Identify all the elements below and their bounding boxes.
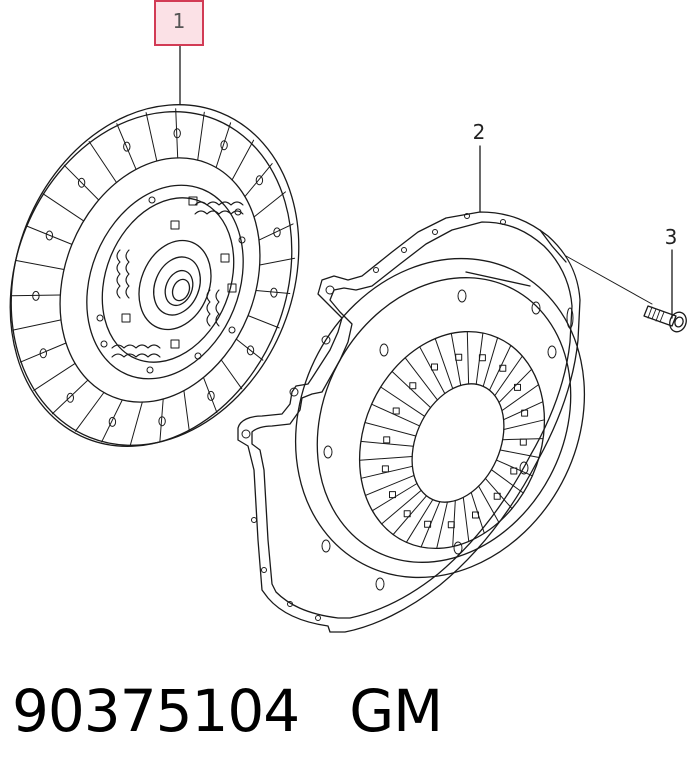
part-number-footer: 90375104 GM xyxy=(12,676,443,746)
bolt xyxy=(565,249,687,333)
callout-3-label[interactable]: 3 xyxy=(664,225,678,249)
part-number: 90375104 xyxy=(12,677,300,745)
pressure-plate xyxy=(237,145,586,633)
callout-1-highlight[interactable] xyxy=(154,0,204,46)
callout-1-label[interactable]: 1 xyxy=(172,9,186,33)
clutch-disc xyxy=(9,45,300,447)
callout-2-label[interactable]: 2 xyxy=(472,120,486,144)
brand-name: GM xyxy=(349,677,443,745)
